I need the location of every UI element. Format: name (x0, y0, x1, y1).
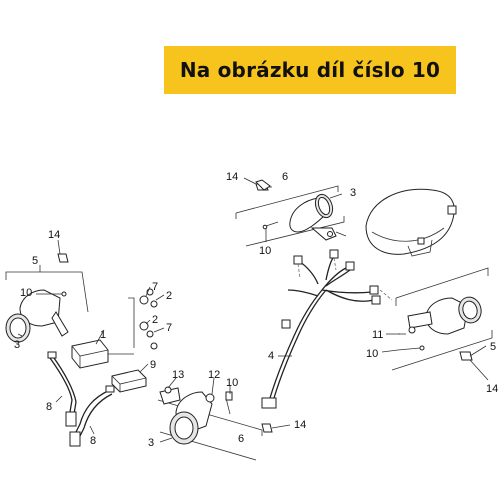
callout-3-left: 3 (14, 339, 20, 351)
turn-signal-left (5, 253, 69, 343)
callout-12: 12 (208, 369, 220, 381)
relay-part (71, 339, 109, 369)
callout-9: 9 (150, 359, 156, 371)
callout-2-b: 2 (152, 314, 158, 326)
callout-10-mid: 10 (226, 377, 238, 389)
fasteners-2-7 (139, 288, 158, 350)
callout-7-b: 7 (166, 322, 172, 334)
wire-harness-8b (69, 385, 115, 447)
callout-7-a: 7 (152, 281, 158, 293)
callout-3-bottom: 3 (148, 437, 154, 449)
callout-8-a: 8 (46, 401, 52, 413)
wire-harness-8a (47, 351, 77, 427)
callout-13: 13 (172, 369, 184, 381)
main-harness-4 (261, 249, 393, 409)
turn-signal-bottom (159, 386, 273, 445)
callout-14-right: 14 (486, 383, 498, 395)
callout-3-top: 3 (350, 187, 356, 199)
callout-6-top: 6 (282, 171, 288, 183)
callout-6-bottom: 6 (238, 433, 244, 445)
bulbs-14 (255, 179, 271, 191)
callout-2-a: 2 (166, 290, 172, 302)
callout-5-right: 5 (490, 341, 496, 353)
callout-10-top: 10 (259, 245, 271, 257)
callout-11: 11 (372, 329, 383, 341)
callout-4: 4 (268, 350, 274, 362)
callout-10-left: 10 (20, 287, 32, 299)
title-banner: Na obrázku díl číslo 10 (164, 46, 456, 94)
callout-14-left: 14 (48, 229, 60, 241)
fairing (365, 188, 457, 257)
leader-lines (17, 177, 489, 443)
callout-10-right: 10 (366, 348, 378, 360)
callout-8-b: 8 (90, 435, 96, 447)
banner-title: Na obrázku díl číslo 10 (179, 58, 441, 82)
turn-signal-right (397, 296, 482, 361)
turn-signal-top (255, 183, 347, 241)
callout-14-bottom: 14 (294, 419, 306, 431)
callout-14-top: 14 (226, 171, 238, 183)
callout-1: 1 (100, 329, 106, 341)
callout-5-left: 5 (32, 255, 38, 267)
component-9 (111, 369, 147, 393)
callout-labels: 14 6 3 10 14 5 10 3 7 2 2 7 1 9 8 8 13 1… (14, 171, 498, 449)
